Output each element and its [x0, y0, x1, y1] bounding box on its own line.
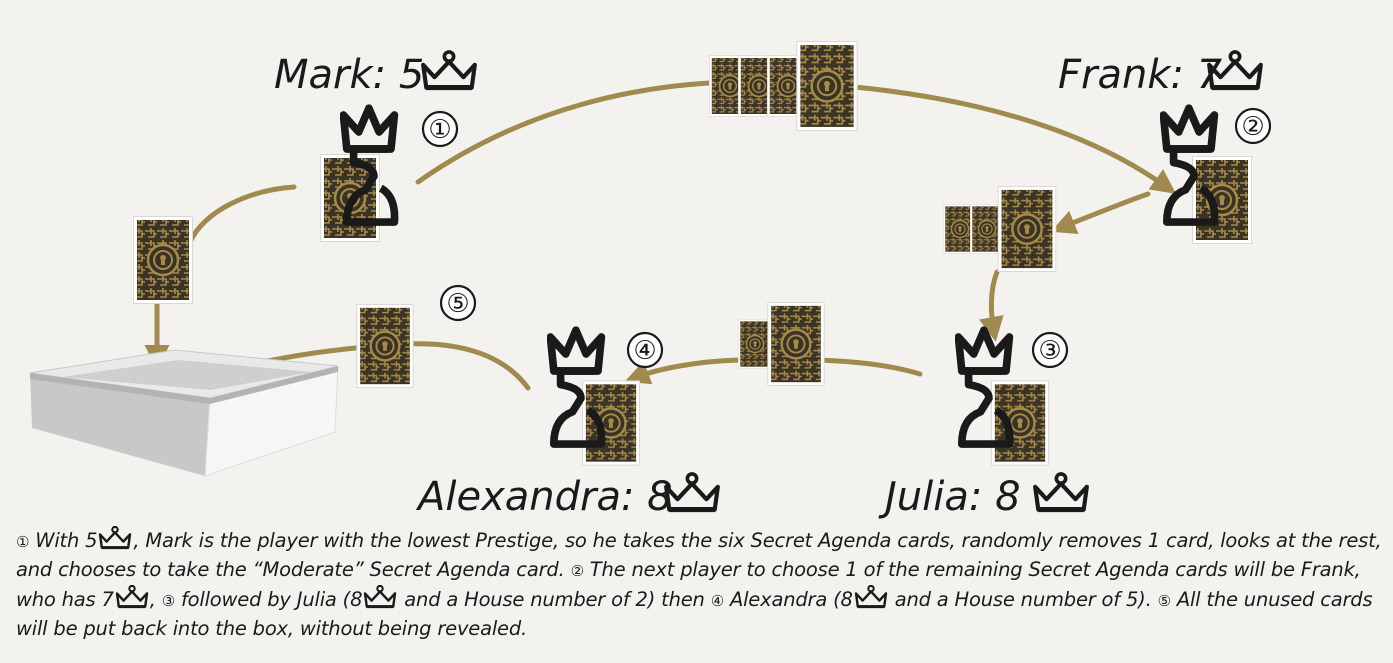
crown-icon — [1035, 474, 1087, 510]
card-back-icon — [133, 216, 193, 304]
crown-icon — [114, 585, 150, 609]
crown-icon — [97, 526, 133, 550]
player-label-alexandra: Alexandra: 8 — [415, 474, 673, 520]
step-marker: ④ — [710, 592, 724, 610]
step-number: ④ — [633, 336, 656, 366]
step-marker: ② — [570, 562, 584, 580]
crown-icon — [666, 474, 718, 510]
step-marker: ① — [16, 533, 30, 551]
step-number: ② — [1241, 112, 1264, 142]
card-back-icon — [991, 380, 1049, 466]
card-group-alexandra — [738, 302, 826, 386]
arrow-frank-to-julia-down — [979, 269, 1004, 342]
step-number: ③ — [1038, 336, 1061, 366]
caption: ① With 5, Mark is the player with the lo… — [16, 526, 1386, 642]
card-back-icon — [582, 380, 640, 466]
step-markers: ① ② ③ ④ ⑤ — [421, 107, 1272, 369]
player-label-julia: Julia: 8 — [878, 474, 1021, 520]
step-marker: ⑤ — [1157, 592, 1171, 610]
arrow-frank-to-julia — [1050, 191, 1151, 235]
crown-icon — [423, 52, 475, 88]
player-label-frank: Frank: 7 — [1058, 52, 1223, 98]
step-number: ① — [428, 115, 451, 145]
box-icon — [29, 349, 339, 477]
arrow-mark-to-discard — [187, 184, 297, 245]
card-back-icon — [355, 304, 415, 388]
card-back-icon — [1192, 156, 1252, 244]
step-number: ⑤ — [446, 289, 469, 319]
card-group-center-deck — [709, 41, 858, 131]
card-group-julia — [943, 186, 1057, 272]
step-marker: ③ — [161, 592, 175, 610]
player-label-mark: Mark: 5 — [274, 52, 424, 98]
crown-icon — [853, 585, 889, 609]
crown-icon — [362, 585, 398, 609]
